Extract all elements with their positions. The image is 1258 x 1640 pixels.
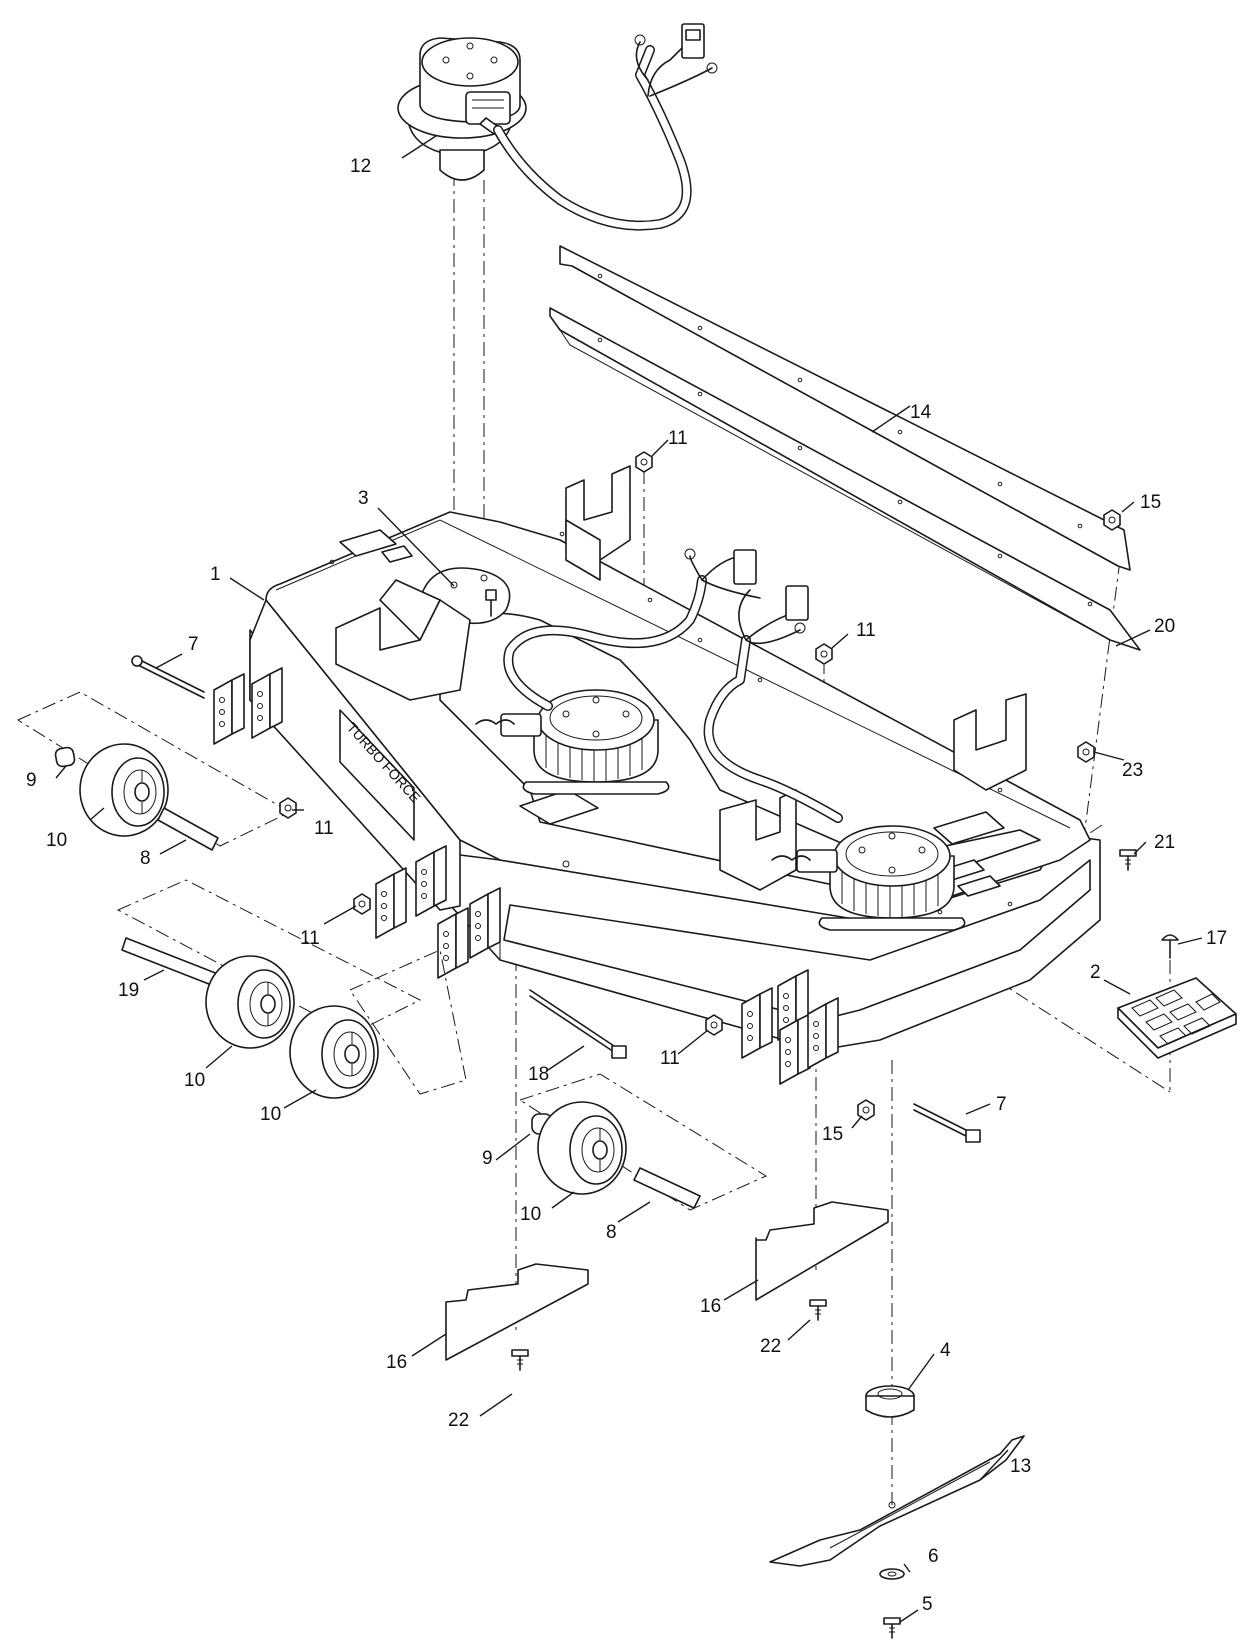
callout-8-left: 8 [140, 848, 151, 869]
wheel-assembly-center [531, 1101, 701, 1209]
deck-cables [503, 548, 843, 823]
deck-mounts [213, 465, 1027, 1085]
callout-7-upper: 7 [188, 634, 199, 655]
wheel-assembly-left-rear [54, 743, 219, 851]
baffle-14 [559, 245, 1131, 571]
callout-9-left: 9 [26, 770, 37, 791]
callout-2: 2 [1090, 962, 1101, 983]
callout-20: 20 [1154, 616, 1175, 637]
callout-18: 18 [528, 1064, 549, 1085]
hardware [279, 451, 1179, 1639]
wheel-assembly-left-front [121, 937, 379, 1099]
callout-17: 17 [1206, 928, 1227, 949]
callout-13: 13 [1010, 1456, 1031, 1477]
callout-16-right: 16 [700, 1296, 721, 1317]
callout-9-center: 9 [482, 1148, 493, 1169]
axle-bolts [131, 655, 981, 1143]
callout-10-c: 10 [260, 1104, 281, 1125]
part-2-pad [1117, 977, 1237, 1059]
spindle-motor-12 [397, 37, 527, 181]
callout-23: 23 [1122, 760, 1143, 781]
callout-10-d: 10 [520, 1204, 541, 1225]
callout-21: 21 [1154, 832, 1175, 853]
leader-lines [55, 135, 1203, 1623]
callout-6: 6 [928, 1546, 939, 1567]
callout-8-center: 8 [606, 1222, 617, 1243]
callout-7-lower: 7 [996, 1094, 1007, 1115]
blade-13 [769, 1435, 1025, 1567]
callout-3: 3 [358, 488, 369, 509]
callout-11-a: 11 [668, 428, 688, 449]
callout-4: 4 [940, 1340, 951, 1361]
callout-22-left: 22 [448, 1410, 469, 1431]
callout-16-left: 16 [386, 1352, 407, 1373]
guard-16-left [445, 1263, 589, 1361]
baffle-20 [549, 307, 1141, 651]
callout-11-b: 11 [856, 620, 876, 641]
callout-15-top: 15 [1140, 492, 1161, 513]
washer-6 [879, 1568, 905, 1580]
motor-cable [493, 23, 718, 231]
callout-19: 19 [118, 980, 139, 1001]
callout-numbers: 1 2 3 4 5 6 7 7 8 8 9 9 10 10 10 10 11 1… [26, 156, 1227, 1615]
callout-11-d: 11 [300, 928, 320, 949]
callout-10-b: 10 [184, 1070, 205, 1091]
callout-15-bottom: 15 [822, 1124, 843, 1145]
callout-12: 12 [350, 156, 371, 177]
callout-11-e: 11 [660, 1048, 680, 1069]
guard-16-right [755, 1201, 889, 1301]
callout-14: 14 [910, 402, 932, 423]
callout-1: 1 [210, 564, 221, 585]
callout-11-c: 11 [314, 818, 334, 839]
blade-adapter-4 [865, 1385, 915, 1418]
callout-5: 5 [922, 1594, 933, 1615]
callout-10-a: 10 [46, 830, 67, 851]
callout-22-right: 22 [760, 1336, 781, 1357]
